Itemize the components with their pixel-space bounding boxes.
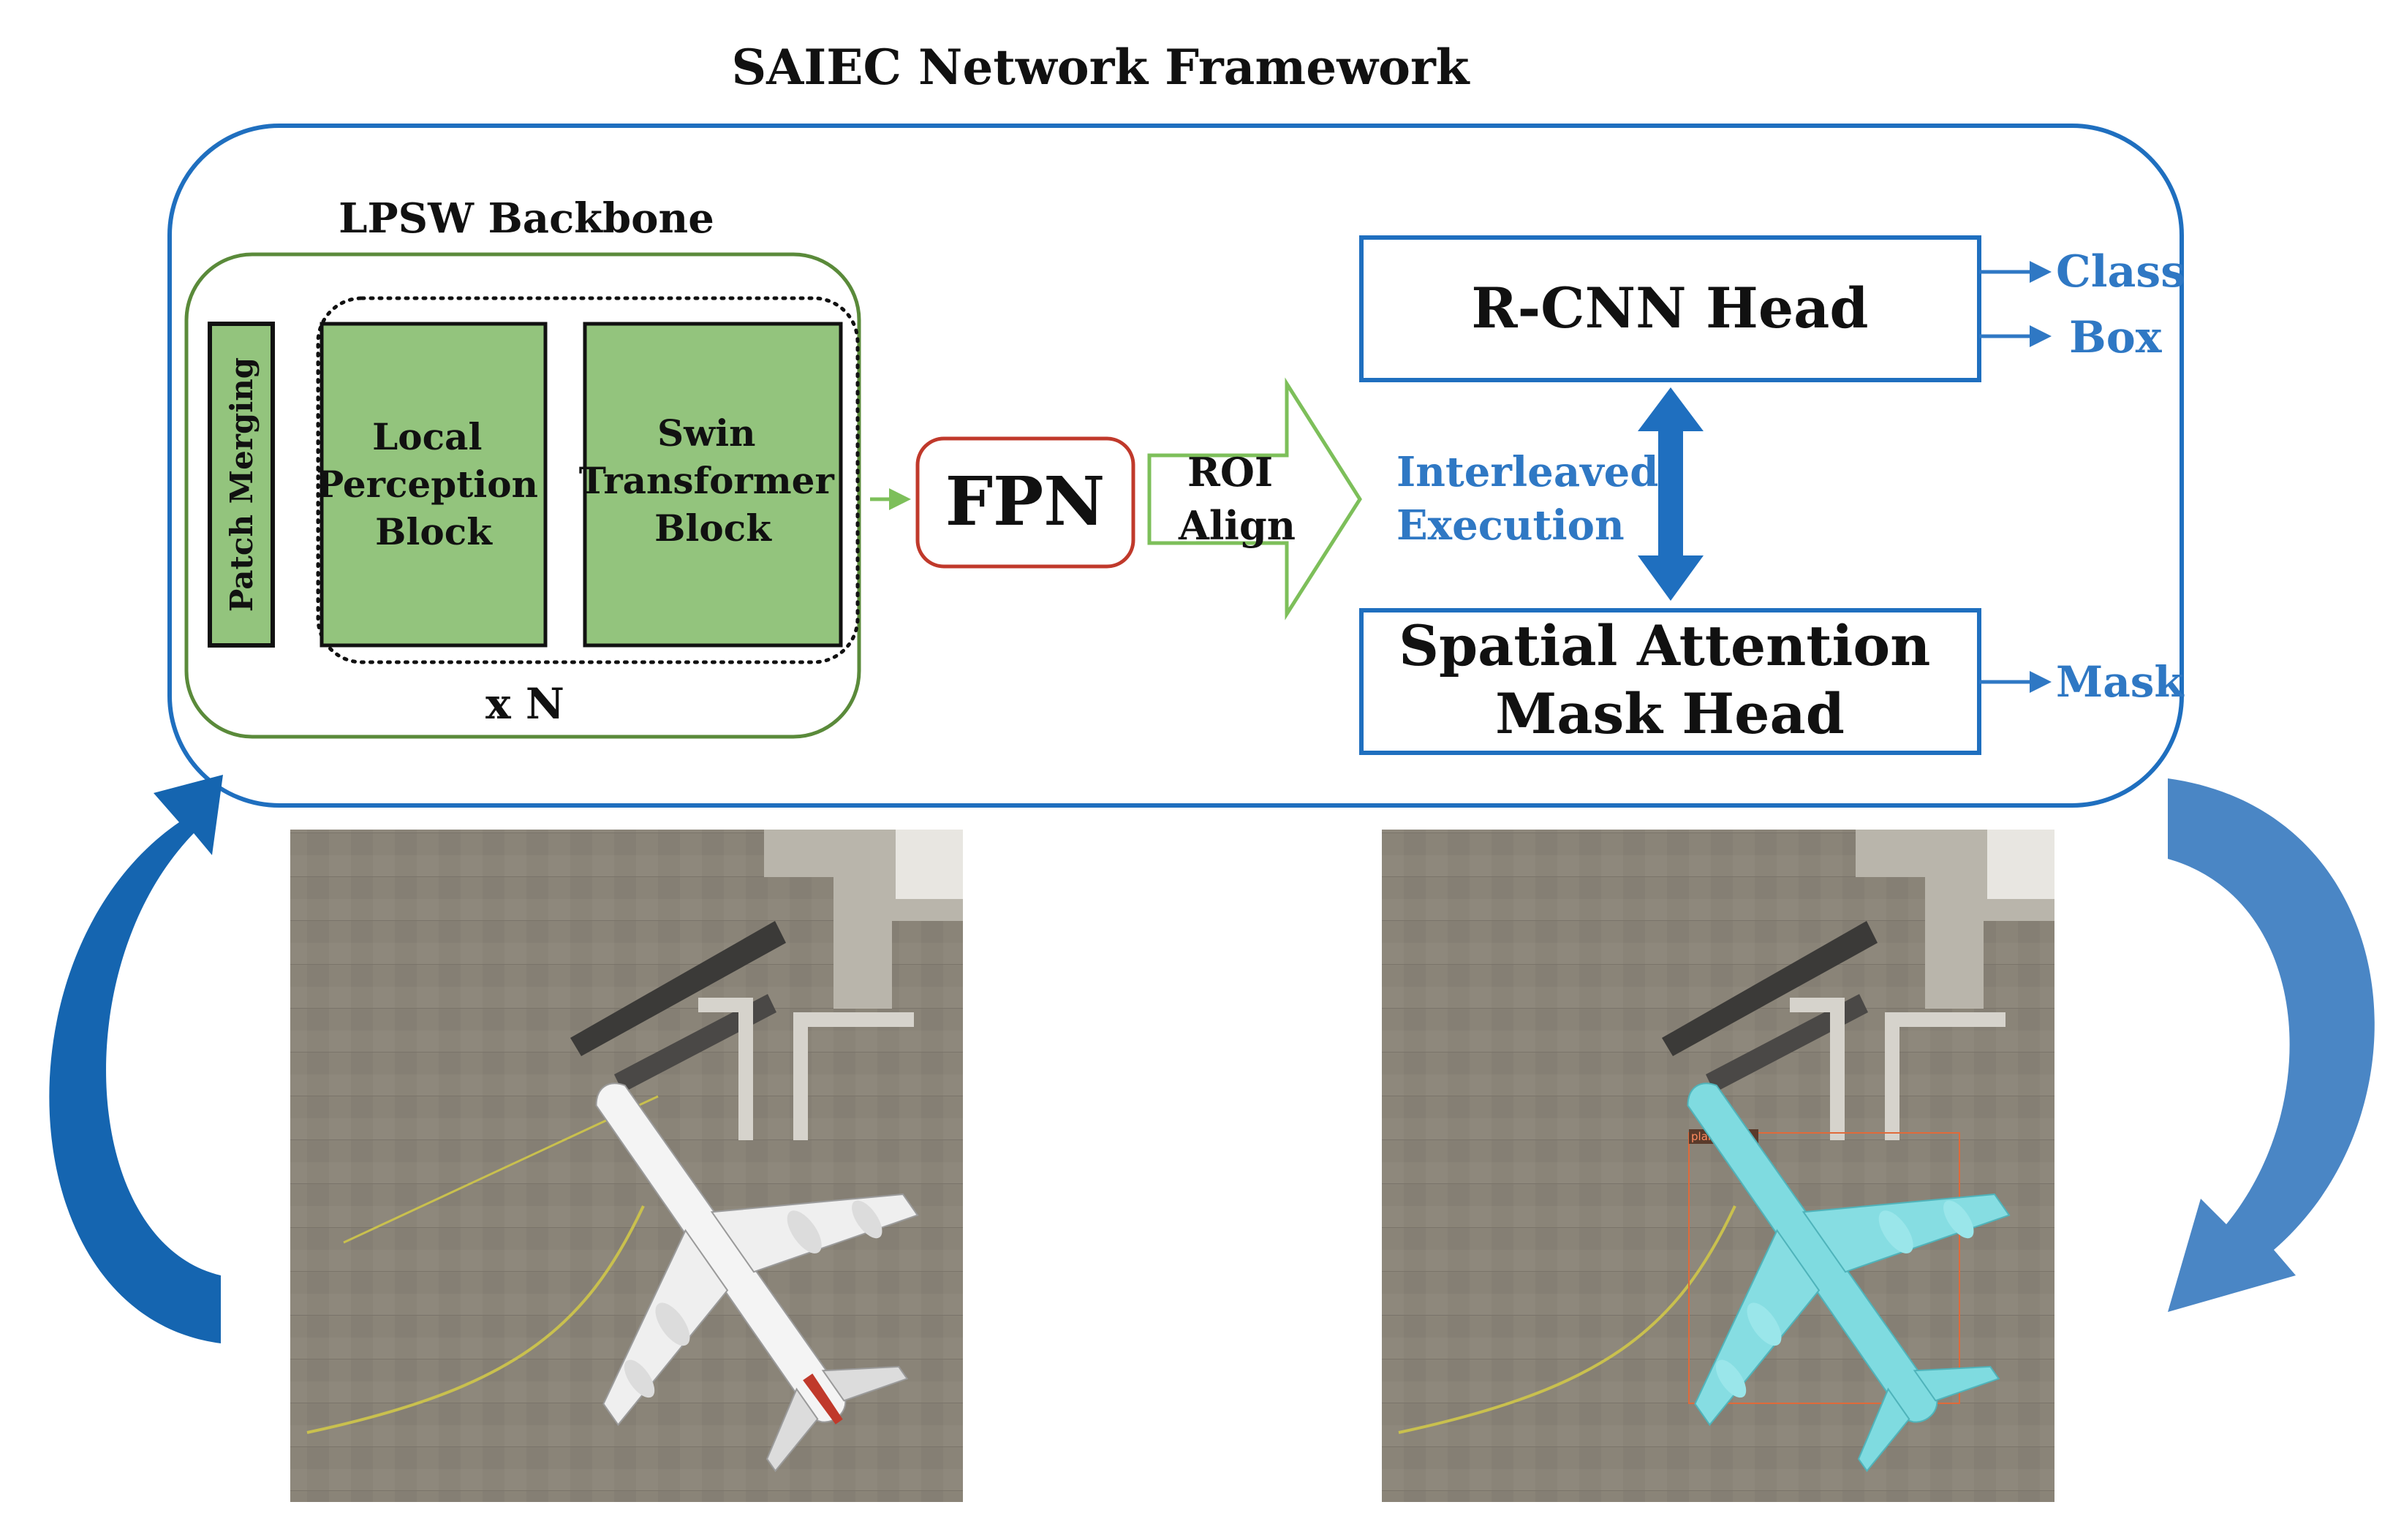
repeat-count-label: x N [485,679,564,729]
fpn-label: FPN [945,462,1105,541]
roi-align-line-1: ROI [1187,449,1273,496]
framework-frame [167,124,2184,808]
repeat-group [316,296,860,664]
local-perception-line-2: Perception [317,463,538,506]
swin-transformer-line-1: Swin [657,411,756,455]
interleaved-execution-label: Interleaved Execution [1396,448,1673,550]
backbone-label: LPSW Backbone [339,194,714,243]
detection-bounding-box [1688,1132,1960,1404]
input-curved-arrow [49,775,223,1343]
output-segmented-image: plane|1.00 [1382,830,2054,1502]
local-perception-line-3: Block [375,510,493,553]
local-perception-line-1: Local [372,415,482,458]
rcnn-head-label: R-CNN Head [1471,276,1868,341]
patch-merging-block [208,322,275,648]
swin-transformer-line-3: Block [654,507,772,550]
interleaved-double-arrow [1638,387,1704,601]
mask-head-label: Spatial Attention Mask Head [1399,613,1950,746]
output-curved-arrow [2168,778,2375,1312]
box-output-label: Box [2069,312,2163,363]
mask-head-block [1359,608,1981,755]
roi-align-arrow [1147,377,1362,621]
mask-head-line-2: Mask Head [1495,681,1845,746]
swin-transformer-block [583,322,843,648]
mask-output-label: Mask [2056,657,2185,707]
rcnn-head-block [1359,235,1981,382]
local-perception-block [320,322,548,648]
interleaved-line-2: Execution [1396,501,1625,550]
input-aerial-image [290,830,963,1502]
local-perception-label: Local Perception Block [317,415,551,553]
class-output-label: Class [2056,246,2185,297]
roi-align-line-2: Align [1178,502,1296,549]
mask-head-line-1: Spatial Attention [1399,613,1930,678]
swin-transformer-line-2: Transformer [579,459,835,502]
diagram-title: SAIEC Network Framework [731,39,1470,96]
interleaved-line-1: Interleaved [1396,448,1658,496]
backbone-container [184,252,861,739]
patch-merging-label: Patch Merging [224,357,260,612]
fpn-block [915,436,1135,569]
swin-transformer-label: Swin Transformer Block [579,411,847,550]
roi-align-label: ROI Align [1178,449,1296,549]
